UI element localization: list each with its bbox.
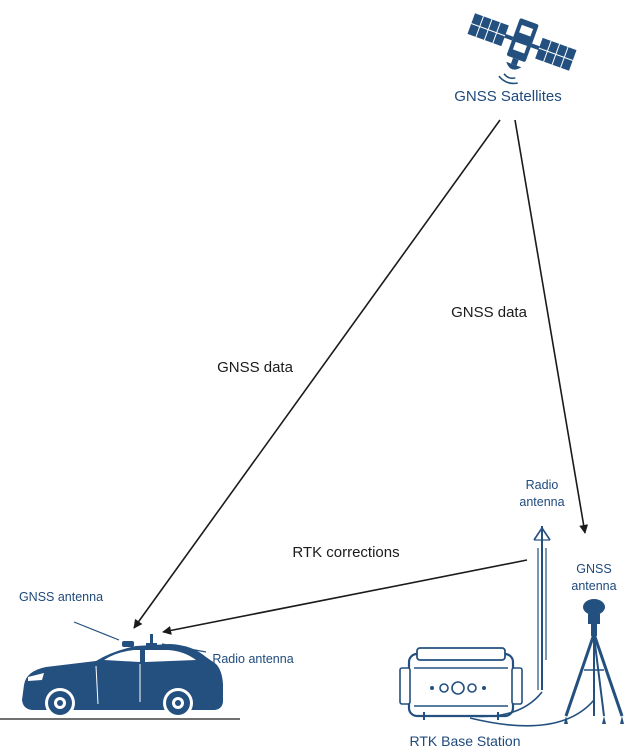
- car-icon: [22, 634, 223, 718]
- base-gnss-antenna-label-line1: GNSS: [576, 562, 611, 576]
- rtk-corrections-arrow: [162, 559, 528, 635]
- satellite-icon: [467, 13, 577, 85]
- car-radio-antenna-icon: [150, 634, 153, 646]
- rtk-corrections-label: RTK corrections: [292, 544, 399, 561]
- base-radio-antenna-label-line2: antenna: [519, 495, 564, 509]
- radio-cable: [469, 691, 543, 718]
- satellites-label: GNSS Satellites: [454, 88, 562, 105]
- gnss-data-label-left: GNSS data: [217, 359, 294, 376]
- gnss-cable: [469, 699, 595, 727]
- rtk-base-station-case-icon: [399, 647, 523, 720]
- car-gnss-antenna-pointer: [73, 621, 120, 641]
- base-radio-antenna-label-line1: Radio: [526, 478, 559, 492]
- base-gnss-antenna-label-line2: antenna: [571, 579, 616, 593]
- car-radio-antenna-label: Radio antenna: [212, 652, 293, 666]
- base-station-label: RTK Base Station: [409, 733, 520, 749]
- gnss-data-label-right: GNSS data: [451, 304, 528, 321]
- gnss-data-arrow-to-base: [514, 119, 589, 534]
- gnss-data-arrow-to-car: [133, 119, 501, 629]
- base-radio-antenna-icon: [533, 526, 551, 690]
- car-gnss-antenna-icon: [122, 641, 134, 647]
- car-gnss-antenna-label: GNSS antenna: [19, 590, 103, 604]
- base-gnss-tripod-icon: [564, 599, 624, 724]
